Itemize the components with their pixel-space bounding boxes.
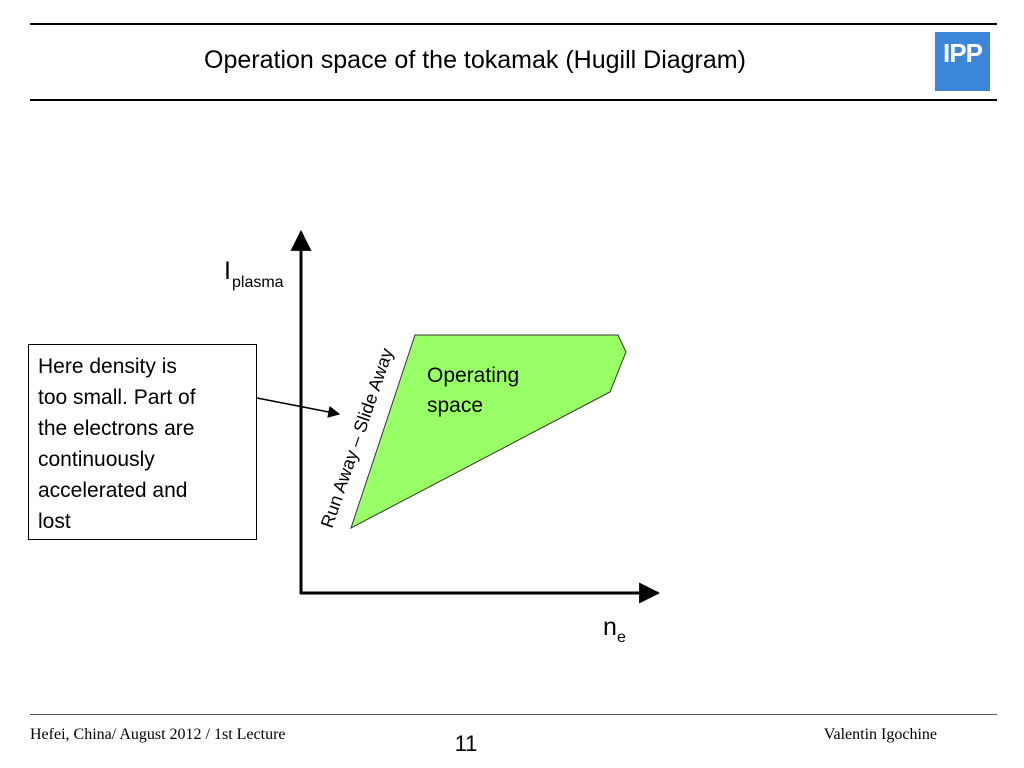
ipp-logo: IPP <box>935 32 990 91</box>
footer-left: Hefei, China/ August 2012 / 1st Lecture <box>30 726 286 743</box>
header-top-rule <box>30 23 997 25</box>
footer-right: Valentin Igochine <box>824 726 937 743</box>
x-axis-label: n <box>603 613 617 641</box>
callout-pointer-arrow <box>256 397 341 418</box>
callout-line: the electrons are <box>38 417 195 440</box>
callout-line: Here density is <box>38 355 177 378</box>
callout-box: Here density is too small. Part of the e… <box>28 344 257 540</box>
callout-line: too small. Part of <box>38 386 196 409</box>
x-axis-subscript: e <box>617 629 626 646</box>
slide-title: Operation space of the tokamak (Hugill D… <box>204 46 746 74</box>
page-number: 11 <box>455 731 478 756</box>
operating-space-region <box>350 334 627 530</box>
y-axis-subscript: plasma <box>232 274 284 291</box>
footer-rule <box>30 714 997 715</box>
y-axis-label: I <box>224 257 231 285</box>
callout-line: accelerated and <box>38 479 188 502</box>
region-label-line: space <box>427 394 483 417</box>
callout-line: lost <box>38 510 71 533</box>
region-label-line: Operating <box>427 364 519 387</box>
callout-line: continuously <box>38 448 155 471</box>
header-bottom-rule <box>30 99 997 101</box>
